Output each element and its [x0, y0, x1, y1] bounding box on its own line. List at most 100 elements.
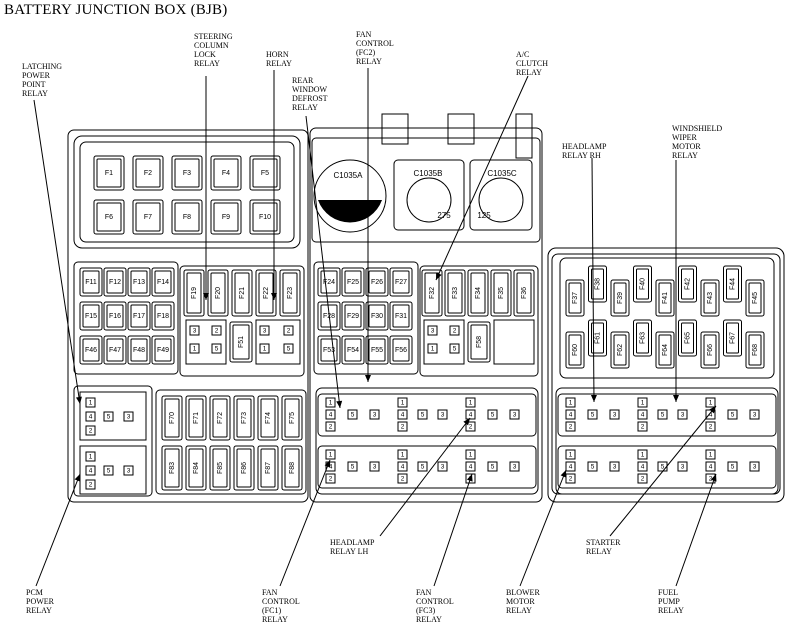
- relay-pin-label: 5: [215, 346, 219, 353]
- fan-control-fc3-relay-label: FAN CONTROL (FC3) RELAY: [416, 588, 454, 624]
- fuse-inner: [368, 338, 386, 362]
- headlamp-relay-lh-label: HEADLAMP RELAY LH: [330, 538, 375, 556]
- fuse-inner: [424, 272, 440, 314]
- relay-pin-label: 2: [215, 328, 219, 335]
- relay-pin-label: 2: [89, 428, 93, 435]
- relay-pin: [465, 397, 476, 408]
- fuse-label: F70: [169, 412, 176, 424]
- fuse-inner: [320, 304, 338, 328]
- relay-pin-label: 2: [287, 328, 291, 335]
- fuse-inner: [212, 398, 228, 438]
- fuse-label: F15: [85, 313, 97, 320]
- fuse-inner: [188, 448, 204, 488]
- relay-strip-center-top: [317, 393, 537, 437]
- relay-pin-label: 2: [401, 476, 405, 483]
- fuse-label: F68: [752, 344, 759, 356]
- fuse-label: F37: [572, 292, 579, 304]
- relay-pin-label: 3: [513, 464, 517, 471]
- relay-pin-label: 1: [641, 452, 645, 459]
- fuse-inner: [154, 270, 172, 294]
- fuse-f23: [279, 269, 301, 317]
- fuse-f66: [700, 331, 720, 369]
- fuse-label: F71: [193, 412, 200, 424]
- fuse-f10: [249, 199, 281, 235]
- fuse-inner: [591, 268, 604, 300]
- fuse-inner: [154, 338, 172, 362]
- fuse-f61: [588, 319, 607, 357]
- fuse-label: F88: [289, 462, 296, 474]
- leader-arrowhead: [710, 474, 717, 482]
- relay-pin: [465, 449, 476, 460]
- relay-strip-center-bottom: [317, 445, 537, 489]
- relay-pin-label: 5: [731, 464, 735, 471]
- fuse-f6: [93, 199, 125, 235]
- starter-relay-label: STARTER RELAY: [586, 538, 621, 556]
- steering-column-lock-relay-label: STEERING COLUMN LOCK RELAY: [194, 32, 233, 68]
- fuse-label: F58: [476, 336, 483, 348]
- relay-pin: [637, 473, 648, 484]
- fuse-inner: [470, 272, 486, 314]
- relay-pin-label: 2: [709, 424, 713, 431]
- fuse-label: F34: [475, 287, 482, 299]
- fuse-label: F21: [239, 287, 246, 299]
- relay-pin: [705, 461, 716, 472]
- fuse-f8: [171, 199, 203, 235]
- fuse-label: F11: [85, 279, 97, 286]
- fuse-label: F72: [217, 412, 224, 424]
- fuse-f18: [151, 301, 175, 331]
- relay-pin: [397, 473, 408, 484]
- fuse-label: F17: [133, 313, 145, 320]
- fuse-f44: [723, 265, 742, 303]
- headlamp-relay-rh-label: HEADLAMP RELAY RH: [562, 142, 607, 160]
- relay-pin-label: 5: [421, 412, 425, 419]
- fuse-inner: [236, 448, 252, 488]
- fuse-label: F74: [265, 412, 272, 424]
- relay-pin-label: 3: [441, 412, 445, 419]
- fuse-label: F45: [752, 292, 759, 304]
- relay-pin-label: 5: [421, 464, 425, 471]
- fuse-label: F3: [183, 170, 191, 177]
- fuse-inner: [213, 202, 239, 232]
- fuse-inner: [284, 398, 300, 438]
- fuse-inner: [344, 304, 362, 328]
- fuse-inner: [681, 322, 694, 354]
- fuse-label: F40: [639, 278, 646, 290]
- fuse-f25: [341, 267, 365, 297]
- fuse-f55: [365, 335, 389, 365]
- fuse-f51: [229, 321, 253, 363]
- fuse-f67: [723, 319, 742, 357]
- fuse-inner: [213, 158, 239, 188]
- fuse-block-right: [559, 257, 775, 379]
- relay-block-left: [179, 265, 305, 377]
- fuse-label: F83: [169, 462, 176, 474]
- rear-window-defrost-relay-label: REAR WINDOW DEFROST RELAY: [292, 76, 328, 112]
- leader-arrowhead: [203, 293, 209, 300]
- relay-pin-label: 5: [591, 412, 595, 419]
- fuse-f58: [467, 321, 491, 363]
- fuse-label: F53: [323, 347, 335, 354]
- fuse-label: F1: [105, 170, 113, 177]
- fuse-label: F33: [452, 287, 459, 299]
- fuse-label: F2: [144, 170, 152, 177]
- relay-pin-label: 4: [89, 468, 93, 475]
- relay-pin: [565, 449, 576, 460]
- fuse-label: F49: [157, 347, 169, 354]
- connector-c1035c-value: 125: [477, 211, 491, 220]
- relay-pin: [103, 411, 114, 422]
- relay-pin-label: 3: [753, 412, 757, 419]
- fuse-label: F75: [289, 412, 296, 424]
- relay-pin-label: 5: [731, 412, 735, 419]
- relay-pin: [677, 409, 688, 420]
- fuse-label: F29: [347, 313, 359, 320]
- relay-pin-label: 1: [401, 452, 405, 459]
- fuse-label: F28: [323, 313, 335, 320]
- relay-pin: [705, 421, 716, 432]
- fuse-f13: [127, 267, 151, 297]
- fuse-f74: [257, 395, 279, 441]
- fuse-f2: [132, 155, 164, 191]
- relay-pcm-power: [79, 445, 147, 495]
- fuse-f88: [281, 445, 303, 491]
- relay-pin-label: 3: [373, 464, 377, 471]
- fuse-label: F67: [729, 332, 736, 344]
- stud-c1035a-shade: [318, 200, 382, 223]
